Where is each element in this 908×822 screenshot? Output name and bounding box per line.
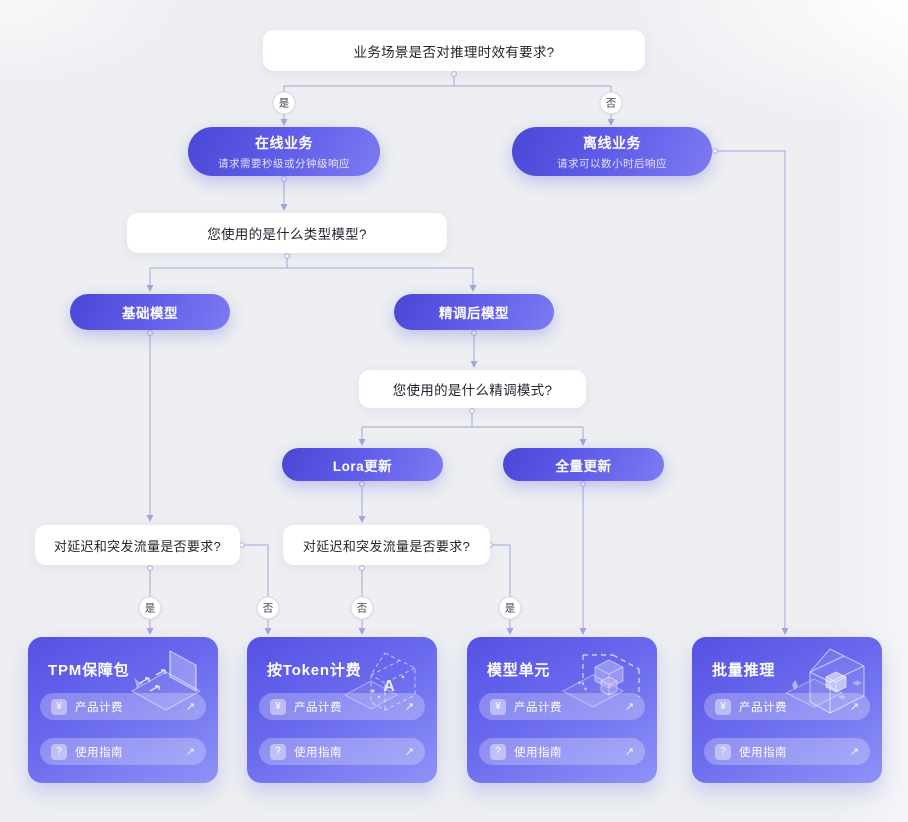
external-link-icon: ↗ xyxy=(849,701,859,713)
guide-icon: ? xyxy=(51,743,67,760)
button-label: 使用指南 xyxy=(739,746,787,759)
node-offline-business: 离线业务 请求可以数小时后响应 xyxy=(512,127,712,176)
card-title: 模型单元 xyxy=(487,662,551,679)
external-link-icon: ↗ xyxy=(185,746,195,758)
svg-text:✦: ✦ xyxy=(577,680,582,687)
edge-label-no-token-right: 否 xyxy=(350,596,374,620)
card-token-billing: A 按Token计费 ¥ 产品计费 ↗ ? 使用指南 ↗ xyxy=(247,637,437,783)
edge-label-no-token-left: 否 xyxy=(256,596,280,620)
edge-label-no-offline: 否 xyxy=(599,91,623,115)
button-label: 使用指南 xyxy=(514,746,562,759)
external-link-icon: ↗ xyxy=(404,701,414,713)
product-billing-button[interactable]: ¥ 产品计费 ↗ xyxy=(479,693,645,720)
node-base-model: 基础模型 xyxy=(70,294,230,330)
svg-text:✦: ✦ xyxy=(583,686,588,693)
node-tuned-model: 精调后模型 xyxy=(394,294,554,330)
external-link-icon: ↗ xyxy=(624,701,634,713)
question-model-type: 您使用的是什么类型模型? xyxy=(127,213,447,253)
card-model-unit: ✦✦ 模型单元 ¥ 产品计费 ↗ ? 使用指南 ↗ xyxy=(467,637,657,783)
product-billing-button[interactable]: ¥ 产品计费 ↗ xyxy=(259,693,425,720)
billing-icon: ¥ xyxy=(490,698,506,715)
guide-icon: ? xyxy=(715,743,731,760)
node-online-business: 在线业务 请求需要秒级或分钟级响应 xyxy=(188,127,380,176)
button-label: 使用指南 xyxy=(294,746,342,759)
button-label: 产品计费 xyxy=(75,701,123,714)
usage-guide-button[interactable]: ? 使用指南 ↗ xyxy=(259,738,425,765)
external-link-icon: ↗ xyxy=(185,701,195,713)
guide-icon: ? xyxy=(270,743,286,760)
external-link-icon: ↗ xyxy=(624,746,634,758)
node-lora-update: Lora更新 xyxy=(282,448,443,481)
online-title: 在线业务 xyxy=(255,134,313,151)
button-label: 使用指南 xyxy=(75,746,123,759)
question-latency-left: 对延迟和突发流量是否要求? xyxy=(35,525,240,565)
button-label: 产品计费 xyxy=(514,701,562,714)
node-full-update: 全量更新 xyxy=(503,448,664,481)
usage-guide-button[interactable]: ? 使用指南 ↗ xyxy=(704,738,870,765)
online-subtitle: 请求需要秒级或分钟级响应 xyxy=(218,157,350,170)
card-title: 按Token计费 xyxy=(267,662,362,679)
product-billing-button[interactable]: ¥ 产品计费 ↗ xyxy=(704,693,870,720)
usage-guide-button[interactable]: ? 使用指南 ↗ xyxy=(40,738,206,765)
button-label: 产品计费 xyxy=(294,701,342,714)
edge-label-yes-online: 是 xyxy=(272,91,296,115)
guide-icon: ? xyxy=(490,743,506,760)
edge-label-yes-tpm: 是 xyxy=(138,596,162,620)
offline-subtitle: 请求可以数小时后响应 xyxy=(557,157,667,170)
edge-label-yes-unit: 是 xyxy=(498,596,522,620)
card-title: 批量推理 xyxy=(712,662,776,679)
question-tuning-mode: 您使用的是什么精调模式? xyxy=(359,370,586,408)
offline-title: 离线业务 xyxy=(583,134,641,151)
product-billing-button[interactable]: ¥ 产品计费 ↗ xyxy=(40,693,206,720)
button-label: 产品计费 xyxy=(739,701,787,714)
external-link-icon: ↗ xyxy=(404,746,414,758)
external-link-icon: ↗ xyxy=(849,746,859,758)
billing-icon: ¥ xyxy=(715,698,731,715)
card-title: TPM保障包 xyxy=(48,662,130,679)
usage-guide-button[interactable]: ? 使用指南 ↗ xyxy=(479,738,645,765)
billing-icon: ¥ xyxy=(51,698,67,715)
card-tpm-package: TPM保障包 ¥ 产品计费 ↗ ? 使用指南 ↗ xyxy=(28,637,218,783)
card-batch-inference: 批量推理 ¥ 产品计费 ↗ ? 使用指南 ↗ xyxy=(692,637,882,783)
question-timeliness: 业务场景是否对推理时效有要求? xyxy=(263,30,645,71)
billing-icon: ¥ xyxy=(270,698,286,715)
question-latency-right: 对延迟和突发流量是否要求? xyxy=(283,525,490,565)
